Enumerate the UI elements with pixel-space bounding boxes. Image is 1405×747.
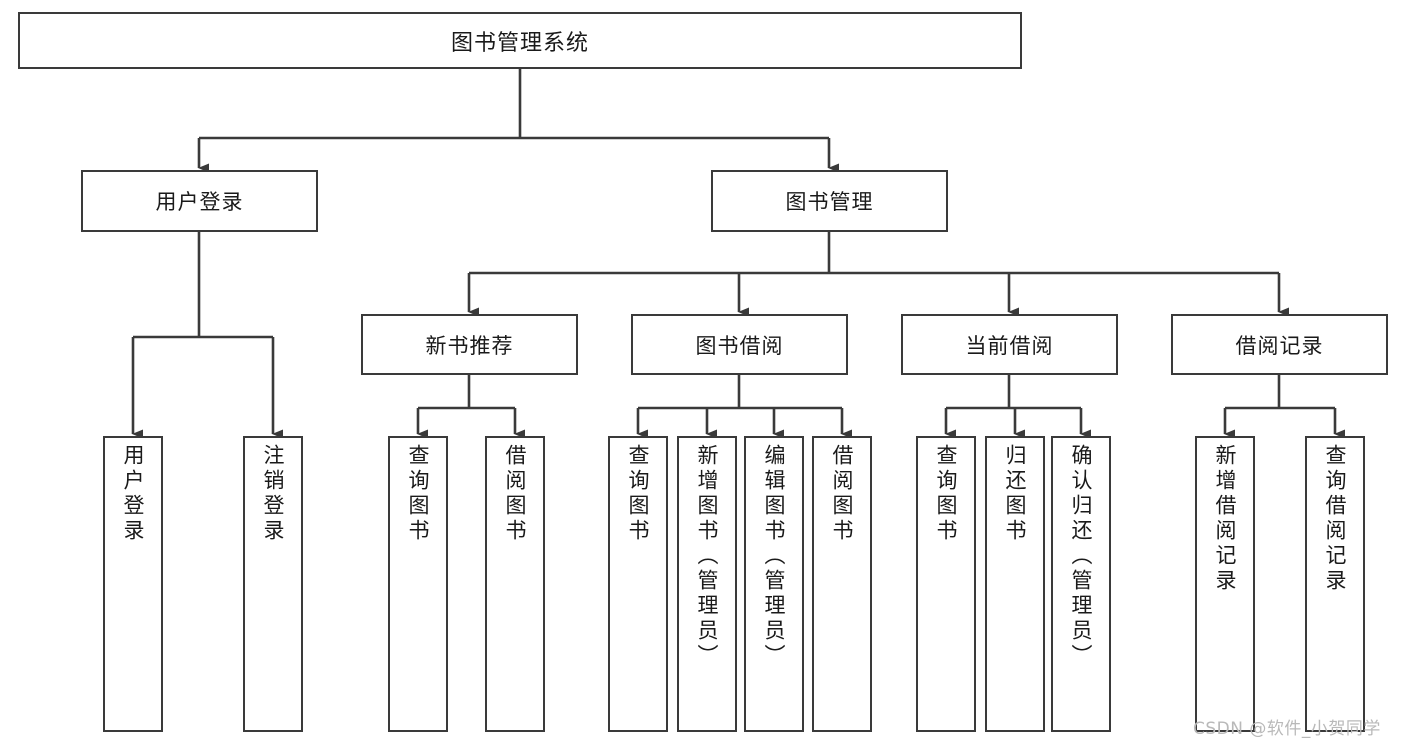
node-user-login[interactable]: 用户登录 [81, 170, 318, 232]
node-current-borrow[interactable]: 当前借阅 [901, 314, 1118, 375]
watermark-text: CSDN @软件_小贺同学 [1193, 719, 1381, 739]
node-leaf-query-book-3-label: 查询图书 [934, 444, 959, 544]
node-leaf-confirm-return[interactable]: 确认归还（管理员） [1051, 436, 1111, 732]
node-root[interactable]: 图书管理系统 [18, 12, 1022, 69]
node-current-borrow-label: 当前借阅 [965, 333, 1054, 358]
node-leaf-user-logout[interactable]: 注销登录 [243, 436, 303, 732]
node-new-book-recommend[interactable]: 新书推荐 [361, 314, 578, 375]
node-leaf-add-book[interactable]: 新增图书（管理员） [677, 436, 737, 732]
node-leaf-edit-book[interactable]: 编辑图书（管理员） [744, 436, 804, 732]
node-leaf-query-book-2[interactable]: 查询图书 [608, 436, 668, 732]
node-book-manage[interactable]: 图书管理 [711, 170, 948, 232]
node-leaf-return-book-label: 归还图书 [1003, 444, 1028, 544]
node-new-book-recommend-label: 新书推荐 [425, 333, 514, 358]
node-leaf-query-book-3[interactable]: 查询图书 [916, 436, 976, 732]
node-user-login-label: 用户登录 [155, 190, 244, 214]
node-leaf-borrow-book-2-label: 借阅图书 [830, 444, 855, 544]
node-leaf-add-record[interactable]: 新增借阅记录 [1195, 436, 1255, 732]
node-book-borrow-label: 图书借阅 [695, 333, 784, 358]
node-leaf-edit-book-label: 编辑图书（管理员） [762, 444, 787, 669]
node-leaf-query-book-1[interactable]: 查询图书 [388, 436, 448, 732]
node-leaf-query-record-label: 查询借阅记录 [1323, 444, 1348, 594]
node-leaf-add-record-label: 新增借阅记录 [1213, 444, 1238, 594]
node-leaf-query-book-1-label: 查询图书 [406, 444, 431, 544]
node-book-borrow[interactable]: 图书借阅 [631, 314, 848, 375]
node-borrow-record-label: 借阅记录 [1235, 333, 1324, 358]
node-borrow-record[interactable]: 借阅记录 [1171, 314, 1388, 375]
node-leaf-query-record[interactable]: 查询借阅记录 [1305, 436, 1365, 732]
node-leaf-user-login-label: 用户登录 [121, 444, 146, 544]
node-leaf-query-book-2-label: 查询图书 [626, 444, 651, 544]
node-book-manage-label: 图书管理 [785, 190, 874, 214]
node-leaf-borrow-book-2[interactable]: 借阅图书 [812, 436, 872, 732]
node-leaf-borrow-book-1[interactable]: 借阅图书 [485, 436, 545, 732]
node-leaf-add-book-label: 新增图书（管理员） [695, 444, 720, 669]
node-leaf-user-logout-label: 注销登录 [261, 444, 286, 544]
node-leaf-return-book[interactable]: 归还图书 [985, 436, 1045, 732]
node-leaf-borrow-book-1-label: 借阅图书 [503, 444, 528, 544]
node-root-label: 图书管理系统 [450, 30, 589, 56]
edges-group [131, 69, 1345, 439]
node-leaf-user-login[interactable]: 用户登录 [103, 436, 163, 732]
node-leaf-confirm-return-label: 确认归还（管理员） [1069, 444, 1094, 669]
